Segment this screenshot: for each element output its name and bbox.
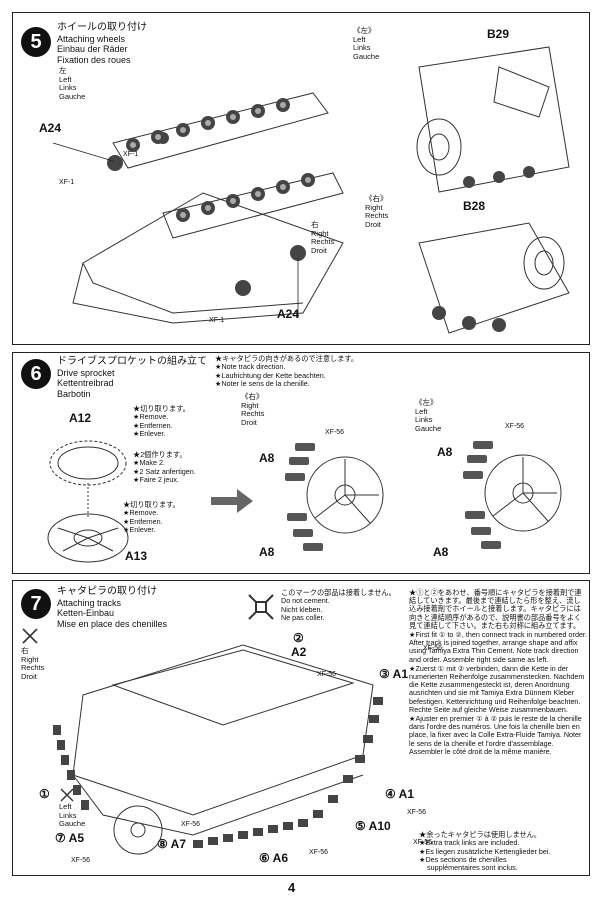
instruction-en: ★First fit ① to ②, then connect track in… — [409, 630, 587, 664]
step-7-panel: 7 キャタピラの取り付け Attaching tracks Ketten-Ein… — [12, 580, 590, 876]
left-suspension-detail — [416, 46, 570, 193]
remove-note-2: ★切り取ります。 ★Remove. ★Entfernen. ★Enlever. — [123, 500, 180, 534]
no-cement-icon-left — [60, 788, 74, 802]
right-suspension-detail — [418, 222, 570, 334]
step-6-title: ドライブスプロケットの組み立て Drive sprocket Kettentre… — [57, 356, 207, 399]
step-5-title-jp: ホイールの取り付け — [57, 22, 147, 33]
step-5-panel: 5 ホイールの取り付け Attaching wheels Einbau der … — [12, 12, 590, 345]
step-5-left-label: 左 Left Links Gauche — [59, 66, 86, 101]
xf56-label-d: XF-56 — [181, 821, 201, 828]
xf56-label-b: XF-56 — [317, 671, 337, 678]
part-a24-label: A24 — [39, 121, 62, 135]
sprocket-exploded-illustration — [47, 440, 129, 563]
step-6-right-label: 《右》 Right Rechts Droit — [241, 392, 265, 427]
remove-note-1: ★切り取ります。 ★Remove. ★Entfernen. ★Enlever. — [133, 404, 190, 438]
part-a12-label: A12 — [69, 411, 92, 425]
page-number: 4 — [288, 880, 296, 895]
step-5-right-detail-label: 《右》 Right Rechts Droit — [365, 194, 389, 229]
circle-6-a6-label: ⑥ A6 — [259, 851, 288, 865]
no-cement-icon-right — [22, 628, 38, 644]
xf56-label-g: XF-56 — [407, 809, 427, 816]
part-a2-label: A2 — [291, 645, 307, 659]
part-a24-label-2: A24 — [277, 307, 300, 321]
instruction-de: ★Zuerst ① mit ② verbinden, dann die Kett… — [409, 663, 585, 714]
xf56-label-left: XF-56 — [505, 423, 525, 430]
circle-5-a10-label: ⑤ A10 — [355, 819, 391, 833]
part-a8-label-3: A8 — [437, 445, 453, 459]
step-6-panel: 6 ドライブスプロケットの組み立て Drive sprocket Kettent… — [12, 352, 590, 574]
part-b29-label: B29 — [487, 27, 510, 41]
part-b28-label: B28 — [463, 199, 486, 213]
step-6-left-label: 《左》 Left Links Gauche — [415, 398, 442, 433]
xf56-label-right: XF-56 — [325, 429, 345, 436]
arrow-icon — [211, 489, 253, 513]
xf1-label-1: XF-1 — [123, 151, 139, 158]
extra-links-note: ★余ったキャタピラは使用しません。 ★Extra track links are… — [419, 830, 551, 873]
step-7-right-label: 右 Right Rechts Droit — [21, 646, 45, 681]
xf1-label-3: XF-1 — [209, 317, 225, 324]
step-6-number: 6 — [21, 359, 51, 389]
left-sprocket-track-illustration — [463, 441, 562, 549]
step-5-left-detail-label: 《左》 Left Links Gauche — [353, 26, 380, 61]
no-cement-icon — [248, 594, 274, 620]
circle-4-a1-label: ④ A1 — [385, 787, 414, 801]
track-direction-note: ★キャタピラの向きがあるので注意します。 ★Note track directi… — [215, 354, 359, 388]
xf56-label-f: XF-56 — [413, 839, 433, 846]
step-7-title: キャタピラの取り付け Attaching tracks Ketten-Einba… — [57, 586, 168, 629]
circle-2-label: ② — [293, 631, 304, 645]
instruction-jp: ★①と②をあわせ、番号順にキャタピラを接着剤で連結していきます。最後まで連結した… — [409, 588, 582, 630]
step-5-right-label: 右 Right Rechts Droit — [311, 220, 335, 255]
tank-tracks-illustration — [53, 644, 383, 855]
step-7-number: 7 — [21, 589, 51, 619]
step-5-title-de: Einbau der Räder — [57, 44, 128, 54]
circle-1-label: ① — [39, 787, 50, 801]
track-assembly-instructions: ★①と②をあわせ、番号順にキャタピラを接着剤で連結していきます。最後まで連結した… — [409, 588, 587, 757]
circle-3-a1-label: ③ A1 — [379, 667, 408, 681]
step-7-left-label: Left Links Gauche — [59, 802, 86, 828]
step-5-title: ホイールの取り付け Attaching wheels Einbau der Rä… — [57, 22, 147, 65]
xf56-label-a: XF-56 — [423, 645, 443, 652]
circle-7-a5-label: ⑦ A5 — [55, 831, 84, 845]
xf1-label-2: XF-1 — [59, 179, 75, 186]
part-a8-label-2: A8 — [259, 545, 275, 559]
part-a13-label: A13 — [125, 549, 148, 563]
xf56-label-e: XF-56 — [309, 849, 329, 856]
xf56-label-c: XF-56 — [71, 857, 91, 864]
right-sprocket-track-illustration — [285, 443, 384, 551]
part-a8-label-1: A8 — [259, 451, 275, 465]
make-two-note: ★2個作ります。 ★Make 2. ★2 Satz anfertigen. ★F… — [133, 450, 196, 484]
part-a8-label-4: A8 — [433, 545, 449, 559]
step-5-title-fr: Fixation des roues — [57, 54, 131, 65]
hull-wheels-illustration — [52, 92, 344, 324]
no-cement-note: このマークの部品は接着しません。 Do not cement. Nicht kl… — [281, 588, 396, 622]
step-5-title-en: Attaching wheels — [57, 33, 126, 44]
instruction-fr: ★Ajuster en premier ① à ② puis le reste … — [409, 714, 582, 756]
circle-8-a7-label: ⑧ A7 — [157, 837, 186, 851]
step-5-number: 5 — [21, 27, 51, 57]
